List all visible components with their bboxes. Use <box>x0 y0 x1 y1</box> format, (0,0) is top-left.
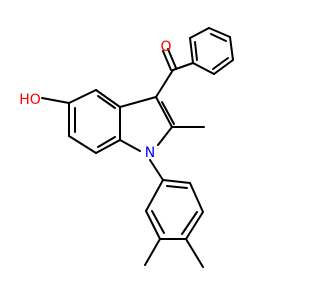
benzoyl-phenyl-ring <box>189 27 234 75</box>
hydroxyl-bond <box>41 97 70 104</box>
indole-pyrrole-ring <box>119 96 175 152</box>
dimethylphenyl-ring <box>145 179 204 240</box>
indole-benzene-ring <box>68 89 121 154</box>
molecule-structure-diagram: O HO N <box>19 27 234 268</box>
indole-nitrogen-label: N <box>145 145 155 161</box>
hydroxyl-label: HO <box>19 92 41 108</box>
aryl-methyl-bond-3 <box>144 238 161 266</box>
carbonyl-oxygen-label: O <box>160 39 171 55</box>
aryl-methyl-bond-4 <box>185 238 204 268</box>
carbonyl-group <box>155 48 194 98</box>
n-aryl-bond <box>149 159 164 181</box>
